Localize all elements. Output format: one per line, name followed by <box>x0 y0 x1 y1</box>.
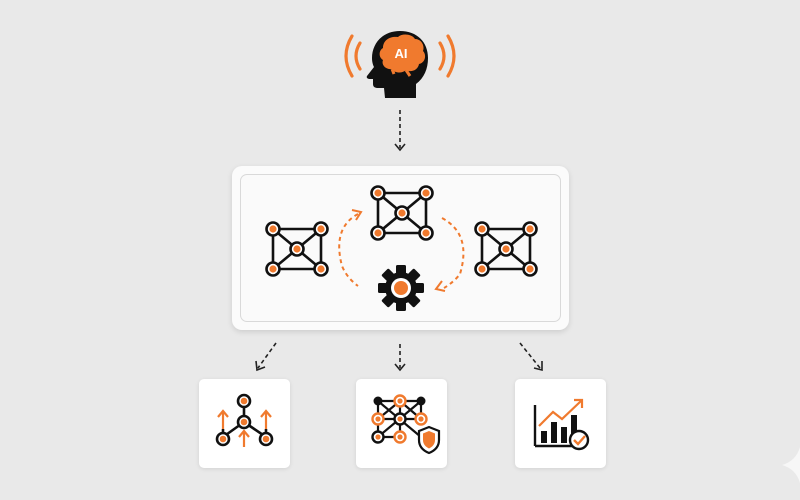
network-graph-icon-left <box>265 221 329 277</box>
decorative-spark-icon <box>782 447 800 483</box>
shield-icon <box>417 425 441 455</box>
dashed-arrow-down-left <box>257 342 277 369</box>
dashed-arrow-down-right <box>519 342 541 369</box>
bottom-connectors <box>255 342 543 372</box>
ai-training-panel <box>232 166 569 330</box>
ai-head-icon: AI <box>344 31 456 98</box>
secure-network-icon <box>371 394 441 455</box>
top-connector-arrow <box>392 108 408 154</box>
trend-arrow-icon <box>538 398 584 427</box>
chart-bars <box>541 415 577 443</box>
ai-head-figure: AI <box>338 26 462 102</box>
dashed-arrow-down-icon <box>394 110 406 152</box>
signal-waves-icon <box>344 34 456 78</box>
check-circle-icon <box>568 429 590 451</box>
ai-label: AI <box>395 46 408 61</box>
panel-graphics <box>265 185 538 311</box>
output-card-secure <box>356 379 447 468</box>
network-graph-icon-right <box>474 221 538 277</box>
cycle-arrows-icon <box>338 213 465 289</box>
gear-icon <box>378 265 424 311</box>
network-graph-icon-top <box>370 185 434 241</box>
output-card-scaling <box>199 379 290 468</box>
output-card-growth <box>515 379 606 468</box>
growth-chart-check-icon <box>533 398 590 451</box>
scaling-network-icon <box>215 393 274 447</box>
